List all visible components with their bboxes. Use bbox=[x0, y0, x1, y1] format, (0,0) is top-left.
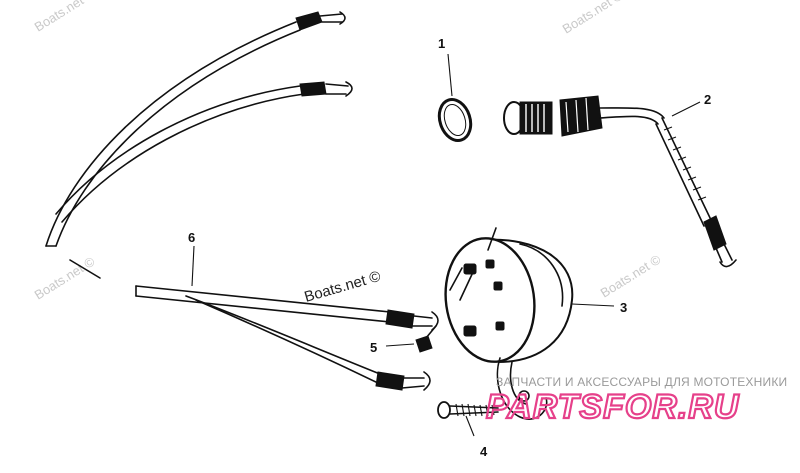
callout-6: 6 bbox=[188, 230, 195, 245]
callout-3: 3 bbox=[620, 300, 627, 315]
bulb-socket bbox=[503, 95, 737, 268]
retaining-ring bbox=[437, 97, 473, 143]
callout-2: 2 bbox=[704, 92, 711, 107]
callout-4: 4 bbox=[480, 444, 488, 459]
nut-item-5 bbox=[415, 325, 437, 353]
screw-item-4 bbox=[437, 401, 499, 419]
callout-1: 1 bbox=[438, 36, 445, 51]
watermark-mid-right: Boats.net © bbox=[598, 252, 664, 301]
watermark-top-left: Boats.net © bbox=[32, 0, 98, 35]
watermark-center: Boats.net © bbox=[302, 268, 382, 306]
watermark-mid-left: Boats.net © bbox=[32, 254, 98, 303]
watermark-top-right: Boats.net © bbox=[560, 0, 626, 37]
brand-watermark: ЗАПЧАСТИ И АКСЕССУАРЫ ДЛЯ МОТОТЕХНИКИ PA… bbox=[485, 375, 787, 427]
brand-tagline: ЗАПЧАСТИ И АКСЕССУАРЫ ДЛЯ МОТОТЕХНИКИ bbox=[496, 375, 787, 389]
gauge-body bbox=[444, 227, 574, 420]
callout-5: 5 bbox=[370, 340, 377, 355]
lower-wire-harness bbox=[69, 259, 439, 391]
callout-leaders bbox=[191, 53, 701, 437]
terminal-posts bbox=[449, 227, 505, 337]
upper-wire-harness bbox=[45, 11, 353, 247]
brand-logo: PARTSFOR.RU bbox=[486, 388, 740, 426]
